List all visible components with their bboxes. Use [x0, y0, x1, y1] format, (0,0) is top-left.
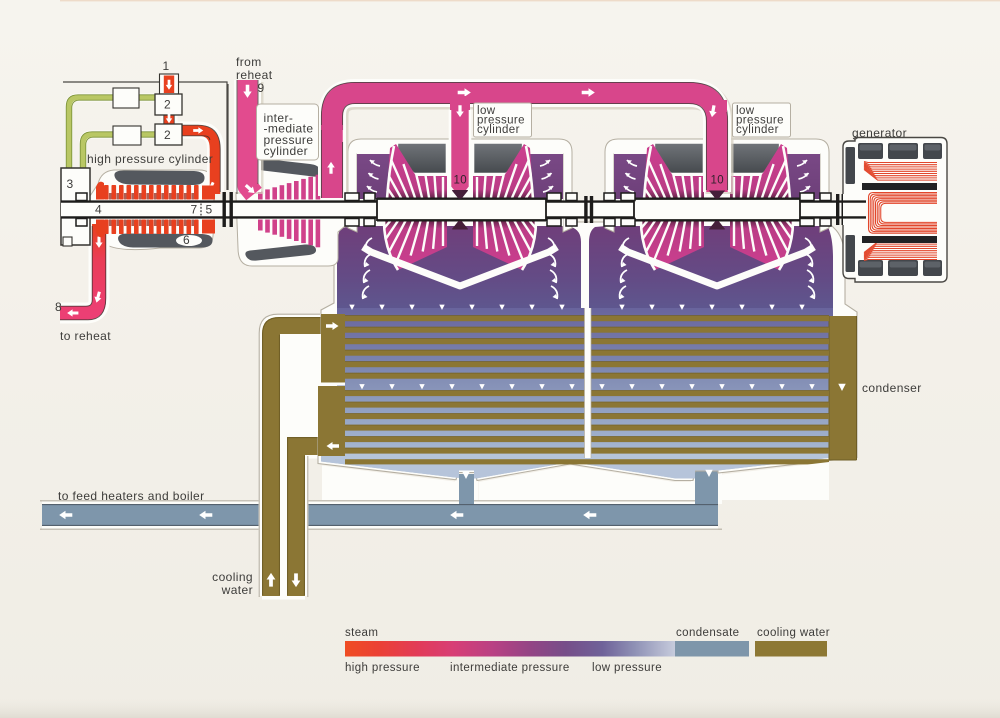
svg-text:inter-: inter-: [264, 111, 294, 125]
svg-text:2: 2: [164, 98, 171, 112]
svg-text:cylinder: cylinder: [477, 124, 520, 136]
svg-text:generator: generator: [852, 126, 907, 140]
svg-text:-mediate: -mediate: [264, 122, 314, 136]
svg-text:condensate: condensate: [676, 627, 739, 639]
svg-text:reheat: reheat: [236, 68, 273, 82]
svg-text:intermediate pressure: intermediate pressure: [450, 662, 570, 674]
svg-text:pressure: pressure: [264, 133, 314, 147]
svg-text:pressure: pressure: [477, 115, 525, 127]
svg-text:water: water: [221, 583, 253, 597]
svg-text:cooling water: cooling water: [757, 627, 830, 639]
svg-text:to feed heaters and boiler: to feed heaters and boiler: [58, 489, 205, 503]
svg-text:9: 9: [258, 81, 265, 95]
svg-text:1: 1: [163, 59, 170, 73]
svg-text:6: 6: [183, 233, 190, 247]
svg-text:low: low: [736, 105, 755, 117]
svg-text:10: 10: [454, 175, 468, 187]
svg-text:3: 3: [67, 177, 74, 191]
svg-text:high pressure cylinder: high pressure cylinder: [87, 152, 213, 166]
svg-text:7: 7: [191, 203, 198, 217]
svg-text:from: from: [236, 55, 262, 69]
svg-text:to reheat: to reheat: [60, 329, 111, 343]
svg-text:cooling: cooling: [212, 570, 253, 584]
svg-text:2: 2: [164, 128, 171, 142]
svg-text:condenser: condenser: [862, 381, 922, 395]
svg-text:10: 10: [711, 175, 725, 187]
svg-text:low: low: [477, 105, 496, 117]
svg-text:cylinder: cylinder: [264, 144, 309, 158]
svg-text:steam: steam: [345, 627, 378, 639]
svg-text:high pressure: high pressure: [345, 662, 420, 674]
svg-text:5: 5: [206, 203, 213, 217]
svg-text:cylinder: cylinder: [736, 124, 779, 136]
svg-text:4: 4: [95, 203, 102, 217]
svg-text:low pressure: low pressure: [592, 662, 662, 674]
svg-text:8: 8: [55, 300, 62, 314]
svg-text:pressure: pressure: [736, 115, 784, 127]
